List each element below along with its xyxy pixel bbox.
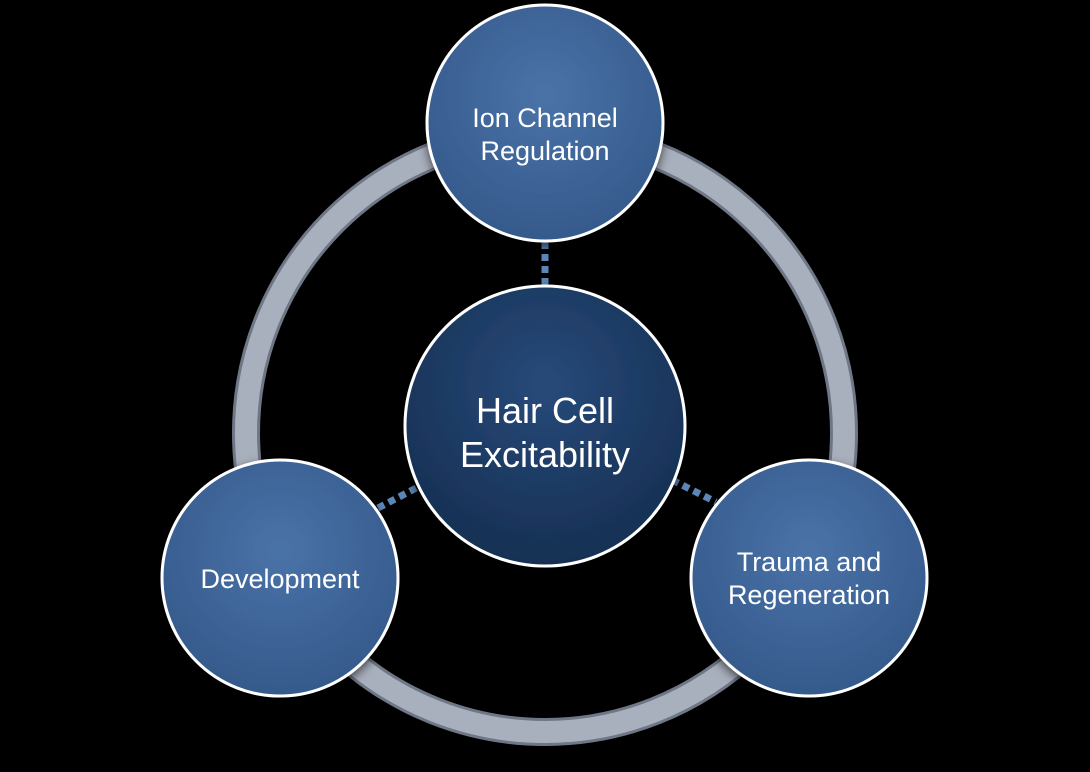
connector-left bbox=[376, 482, 422, 512]
center-node-label: Hair Cell Excitability bbox=[459, 390, 631, 475]
node-top-circle bbox=[425, 3, 665, 243]
node-right-label: Trauma and Regeneration bbox=[727, 547, 891, 610]
node-left-label: Development bbox=[200, 563, 360, 594]
node-left-circle bbox=[160, 458, 400, 698]
center-node-circle bbox=[403, 284, 687, 568]
node-right-circle bbox=[689, 458, 929, 698]
node-top-label: Ion Channel Regulation bbox=[472, 103, 618, 166]
connector-right bbox=[670, 476, 718, 506]
